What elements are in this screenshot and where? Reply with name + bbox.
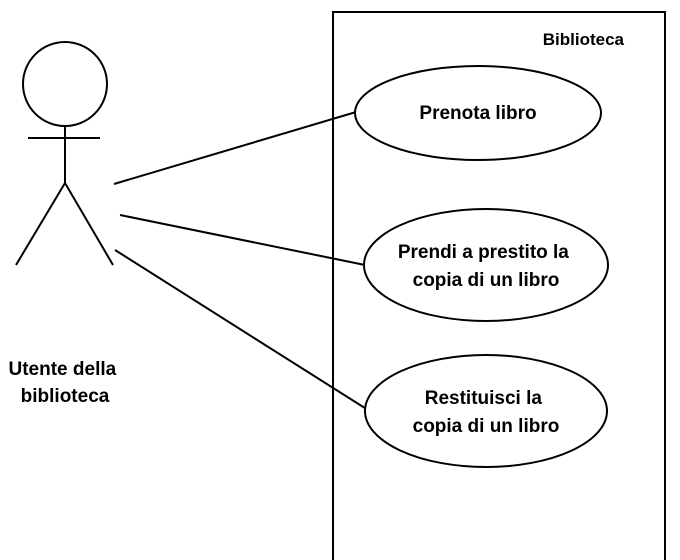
use-case-label: Prenota libro	[419, 103, 536, 124]
actor-head	[22, 41, 108, 127]
use-case-prendi-a-prestito: Prendi a prestito la copia di un libro	[363, 208, 609, 322]
use-case-label-line-2: copia di un libro	[413, 270, 560, 291]
association-prenota-libro	[113, 111, 357, 185]
association-prendi-a-prestito	[119, 214, 366, 266]
actor-label: Utente della biblioteca	[9, 359, 122, 407]
use-case-label-line-1: Restituisci la	[425, 388, 543, 409]
actor-label-line-2: biblioteca	[21, 386, 110, 407]
use-case-label-line-2: copia di un libro	[413, 416, 560, 437]
use-case-label: Restituisci la copia di un libro	[413, 388, 560, 437]
actor-figure	[15, 41, 114, 266]
actor-label-line-1: Utente della	[9, 359, 117, 380]
use-case-ellipse	[363, 208, 609, 322]
system-boundary	[332, 11, 666, 560]
actor-right-leg	[64, 182, 114, 266]
use-case-label-line-1: Prenota libro	[419, 103, 536, 124]
use-case-ellipse	[354, 65, 602, 161]
use-case-label: Prendi a prestito la copia di un libro	[398, 242, 574, 291]
use-case-ellipse	[364, 354, 608, 468]
actor-left-leg	[15, 182, 66, 266]
association-restituisci	[114, 249, 369, 411]
use-case-label-line-1: Prendi a prestito la	[398, 242, 569, 263]
system-title: Biblioteca	[543, 30, 625, 49]
use-case-prenota-libro: Prenota libro	[354, 65, 602, 161]
use-case-restituisci: Restituisci la copia di un libro	[364, 354, 608, 468]
